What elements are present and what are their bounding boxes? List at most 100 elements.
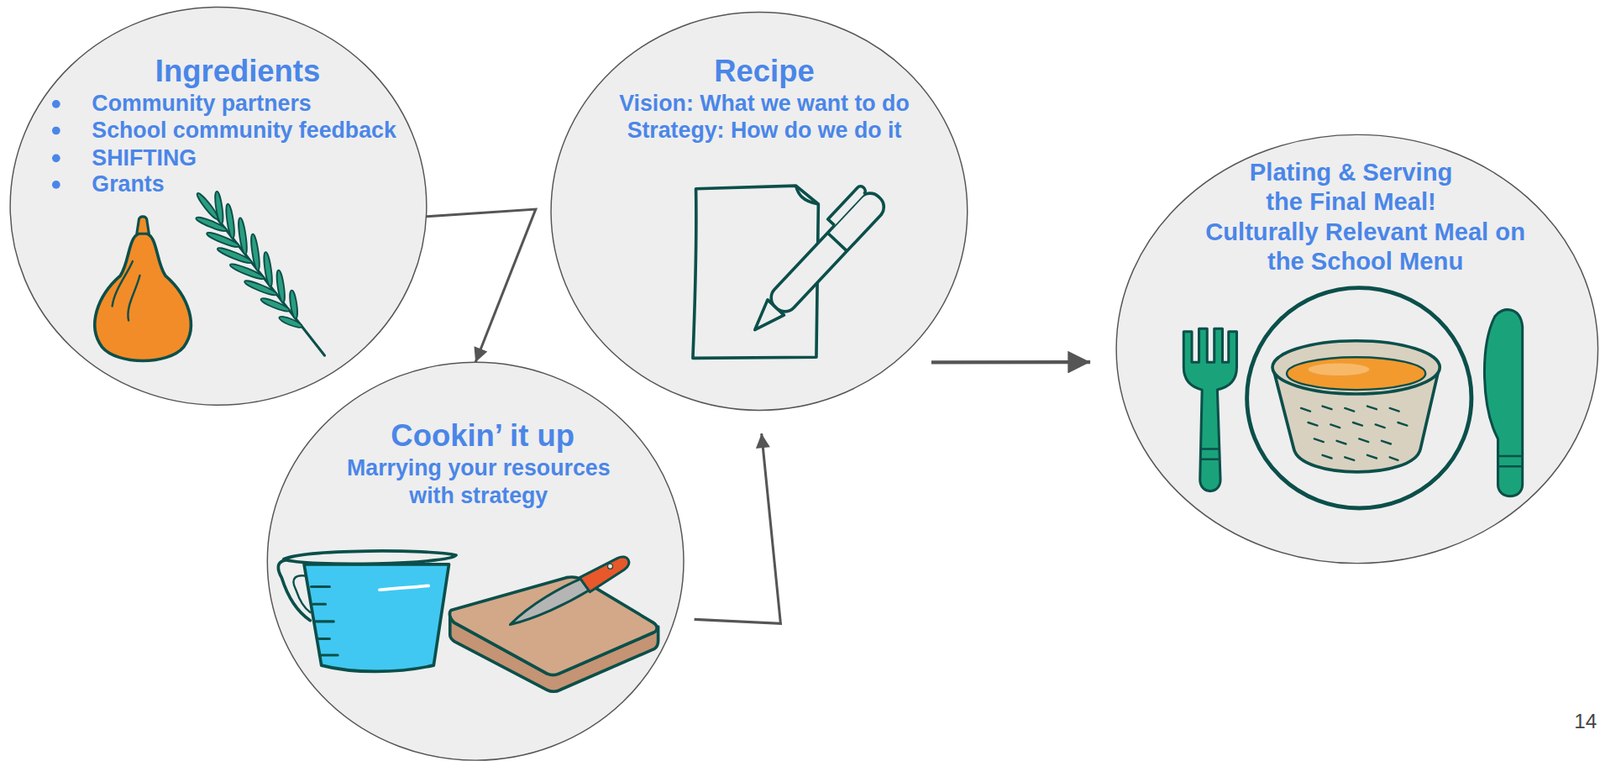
flow-arrow: [425, 209, 536, 362]
pen-illustration-part: [746, 299, 784, 338]
rosemary-illustration-part-part: [288, 289, 300, 320]
body-text: Marrying your resources with strategy: [335, 453, 622, 509]
measuring-cup-illustration-part: [283, 550, 457, 564]
pen-illustration: [738, 182, 889, 340]
stage-heading: Ingredients: [84, 53, 391, 89]
bowl-illustration-part: [1300, 406, 1407, 461]
body-text: Vision: What we want to do: [560, 90, 969, 118]
measuring-cup-illustration-part: [379, 585, 429, 590]
cutting-board-illustration: [449, 577, 658, 692]
pen-illustration-part: [765, 188, 889, 317]
rosemary-illustration-part: [288, 289, 300, 320]
rosemary-illustration-part-part: [236, 217, 248, 255]
circle-shape: [550, 12, 968, 411]
rosemary-illustration-part: [213, 190, 225, 225]
rosemary-illustration: [180, 180, 341, 369]
paper-illustration-part: [796, 185, 819, 205]
rosemary-illustration-part: [259, 296, 291, 314]
bullet-dot: [52, 99, 61, 109]
table-knife-illustration-part: [1498, 456, 1523, 467]
fork-illustration-part: [1201, 449, 1220, 460]
rosemary-illustration-part: [194, 191, 221, 221]
bowl-illustration-part: [1308, 363, 1370, 377]
rosemary-illustration-part-part: [205, 230, 241, 249]
cutting-board-illustration-part: [450, 616, 659, 692]
bullet-item: Community partners: [91, 90, 419, 118]
rosemary-illustration-part: [236, 217, 248, 255]
rosemary-illustration-part: [194, 215, 228, 233]
bullet-item: Grants: [91, 171, 419, 199]
fork-illustration: [1183, 328, 1237, 491]
rosemary-illustration-part-part: [213, 190, 225, 225]
rosemary-illustration-part: [275, 269, 287, 304]
stage-circle: Cookin’ it upMarrying your resources wit…: [267, 361, 684, 761]
circle-shape: [267, 361, 684, 761]
rosemary-illustration-part-part: [229, 262, 266, 282]
pen-illustration-part: [828, 184, 868, 226]
rosemary-illustration-part: [249, 233, 261, 271]
rosemary-illustration-part-part: [259, 296, 291, 314]
flow-arrow: [694, 433, 782, 624]
plate-illustration-part: [1247, 288, 1472, 509]
stage-circle: RecipeVision: What we want to doStrategy…: [550, 12, 968, 411]
body-text: Strategy: How do we do it: [560, 117, 969, 145]
rosemary-illustration-part: [205, 230, 241, 249]
measuring-cup-illustration-part: [304, 564, 450, 672]
flow-arrow: [931, 360, 1091, 364]
rosemary-illustration-part: [216, 246, 253, 266]
bowl-illustration-part: [1273, 369, 1439, 473]
kitchen-knife-illustration: [509, 556, 629, 625]
kitchen-knife-illustration-part: [607, 563, 613, 569]
rosemary-illustration-part-part: [275, 269, 287, 304]
rosemary-illustration-part: [243, 278, 279, 298]
rosemary-illustration-part-part: [262, 251, 274, 288]
fork-illustration-part: [1183, 328, 1237, 491]
pen-illustration-part: [827, 232, 847, 252]
gourd-illustration: [94, 216, 191, 362]
rosemary-illustration-part: [225, 203, 237, 239]
bowl-illustration-part: [1272, 340, 1440, 394]
gourd-illustration-part: [112, 261, 133, 306]
gourd-illustration-part: [94, 232, 191, 361]
rosemary-illustration-part-part: [216, 246, 253, 266]
measuring-cup-illustration-part: [311, 587, 339, 656]
plate-illustration: [1247, 288, 1472, 509]
bullet-dot: [52, 153, 61, 163]
body-text: Culturally Relevant Meal on the School M…: [1196, 215, 1534, 275]
bullet-item: School community feedback: [91, 117, 419, 145]
rosemary-illustration-part: [278, 314, 304, 331]
paper-illustration: [692, 185, 819, 358]
measuring-cup-illustration: [278, 550, 457, 672]
bullet-item: SHIFTING: [91, 145, 419, 173]
circle-shape: [10, 7, 427, 406]
gourd-illustration-part: [127, 275, 140, 320]
bowl-illustration-part: [1286, 356, 1426, 390]
page-number: 14: [1556, 708, 1598, 735]
measuring-cup-illustration-part: [293, 575, 310, 613]
paper-illustration-part: [692, 185, 819, 358]
bowl-illustration: [1272, 340, 1440, 473]
stage-heading: Cookin’ it up: [329, 418, 635, 453]
rosemary-illustration-part-part: [249, 233, 261, 271]
kitchen-knife-illustration-part: [509, 577, 590, 625]
stage-heading: Plating & Serving the Final Meal!: [1238, 156, 1464, 216]
stage-circle: IngredientsCommunity partnersSchool comm…: [10, 7, 427, 406]
rosemary-illustration-part-part: [225, 203, 237, 239]
stage-heading: Recipe: [611, 53, 918, 89]
table-knife-illustration-part: [1484, 309, 1522, 497]
rosemary-illustration-part-part: [194, 215, 228, 233]
circle-shape: [1116, 134, 1598, 563]
rosemary-illustration-part: [216, 217, 326, 356]
rosemary-illustration-part: [262, 251, 274, 288]
kitchen-knife-illustration-part: [579, 556, 630, 593]
bullet-dot: [52, 126, 61, 136]
cutting-board-illustration-part: [449, 577, 657, 676]
stage-circle: Plating & Serving the Final Meal!Cultura…: [1116, 134, 1598, 563]
rosemary-illustration-part-part: [243, 278, 279, 298]
rosemary-illustration-part: [229, 262, 266, 282]
table-knife-illustration: [1484, 309, 1522, 497]
bullet-dot: [52, 180, 61, 189]
gourd-illustration-part: [136, 216, 150, 234]
